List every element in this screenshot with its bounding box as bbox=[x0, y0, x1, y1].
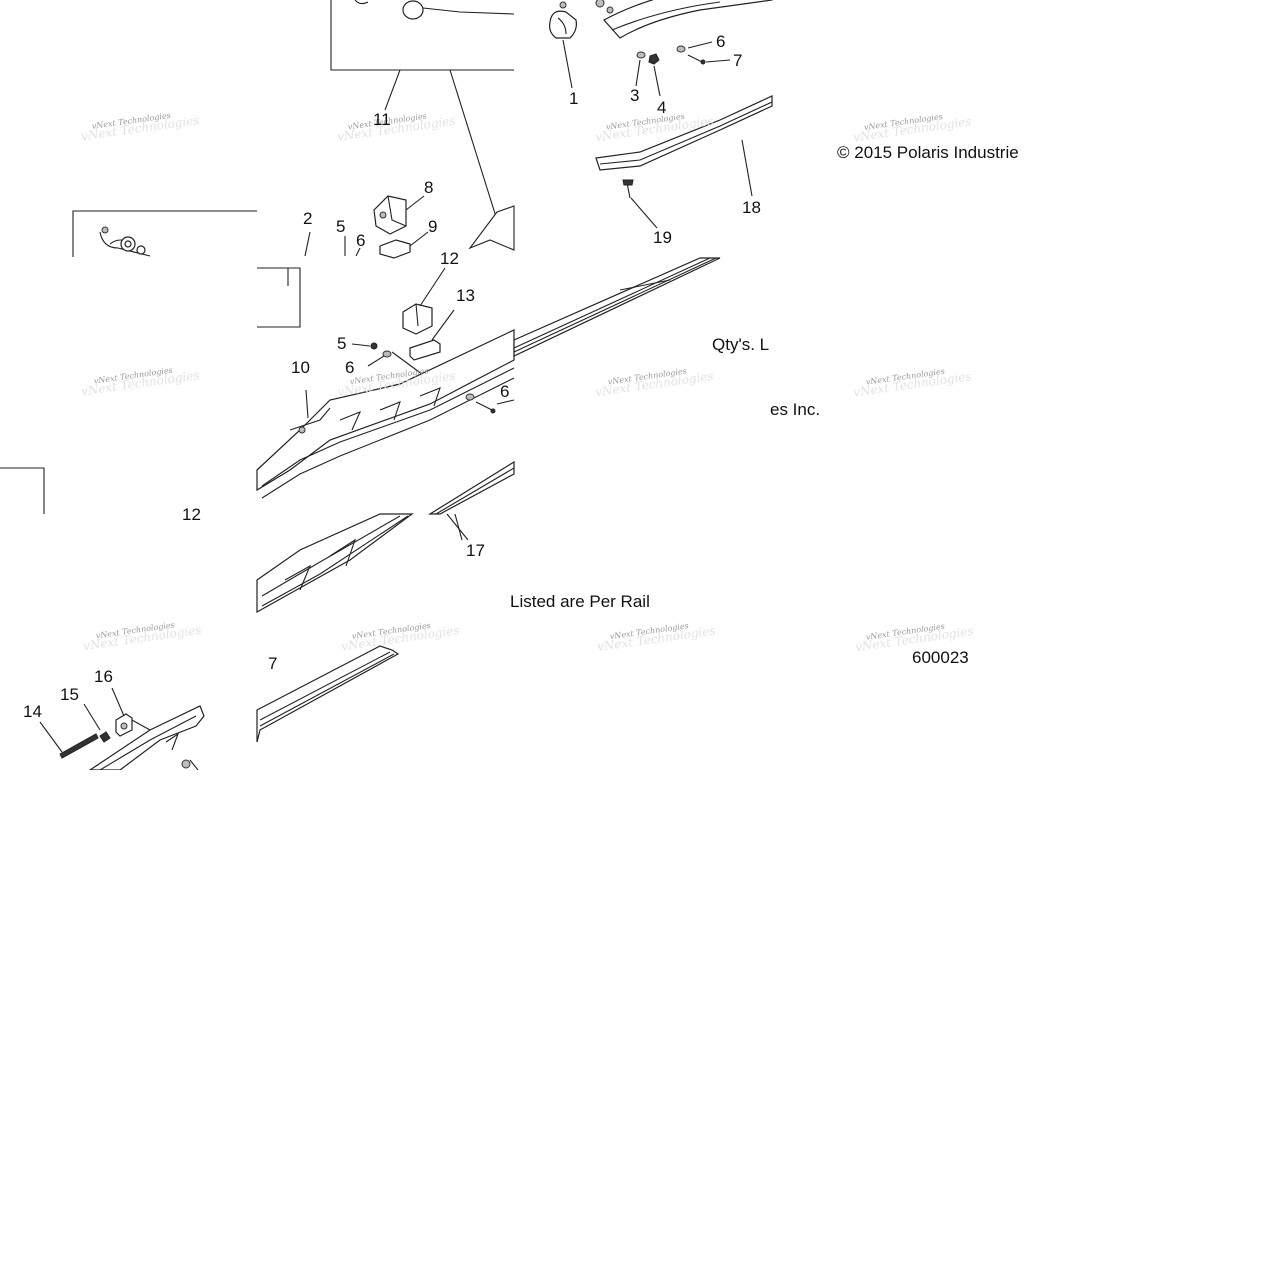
callout-3: 3 bbox=[630, 86, 639, 105]
callout-4: 4 bbox=[657, 98, 666, 117]
callout-5-center: 5 bbox=[337, 334, 346, 353]
callout-14: 14 bbox=[23, 702, 42, 721]
lower-slide-rail bbox=[256, 645, 400, 743]
callouts: 1 3 4 6 7 11 8 9 2 5 6 18 19 12 13 5 6 1… bbox=[23, 32, 761, 721]
callout-6-center: 6 bbox=[345, 358, 354, 377]
callout-10: 10 bbox=[291, 358, 310, 377]
blank-area bbox=[0, 770, 1285, 1285]
callout-15: 15 bbox=[60, 685, 79, 704]
detail-box-left bbox=[72, 210, 311, 328]
figure-id: 600023 bbox=[912, 648, 969, 667]
slide-rail-upper bbox=[595, 95, 773, 229]
copyright-text: © 2015 Polaris Industrie bbox=[837, 143, 1019, 162]
parts-8-9 bbox=[344, 195, 429, 259]
callout-16: 16 bbox=[94, 667, 113, 686]
detail-box-top bbox=[330, 0, 515, 221]
slide-rail-long bbox=[513, 257, 721, 357]
callout-5-upper: 5 bbox=[336, 217, 345, 236]
rear-axle-parts bbox=[0, 467, 205, 771]
diagram-notes: © 2015 Polaris Industrie Qty's. L es Inc… bbox=[510, 143, 1019, 667]
callout-18: 18 bbox=[742, 198, 761, 217]
callout-6-upper: 6 bbox=[356, 231, 365, 250]
callout-7-lower: 7 bbox=[268, 654, 277, 673]
qty-note-fragment: Qty's. L bbox=[712, 335, 769, 354]
callout-9: 9 bbox=[428, 217, 437, 236]
callout-19: 19 bbox=[653, 228, 672, 247]
company-suffix-fragment: es Inc. bbox=[770, 400, 820, 419]
front-rail-tip bbox=[549, 0, 773, 97]
callout-17: 17 bbox=[466, 541, 485, 560]
lower-rail-section bbox=[256, 460, 515, 614]
callout-7-top: 7 bbox=[733, 51, 742, 70]
callout-11: 11 bbox=[373, 110, 391, 129]
callout-12-lower: 12 bbox=[182, 505, 201, 524]
callout-13: 13 bbox=[456, 286, 475, 305]
qty-note-text: Listed are Per Rail bbox=[510, 592, 650, 611]
watermarks: vNext Technologies vNext Technologies vN… bbox=[80, 111, 974, 654]
callout-2: 2 bbox=[303, 209, 312, 228]
callout-12: 12 bbox=[440, 249, 459, 268]
callout-1: 1 bbox=[569, 89, 578, 108]
callout-6-rail: 6 bbox=[500, 382, 509, 401]
callout-8: 8 bbox=[424, 178, 433, 197]
callout-6-top: 6 bbox=[716, 32, 725, 51]
center-rail-assembly bbox=[256, 205, 515, 499]
